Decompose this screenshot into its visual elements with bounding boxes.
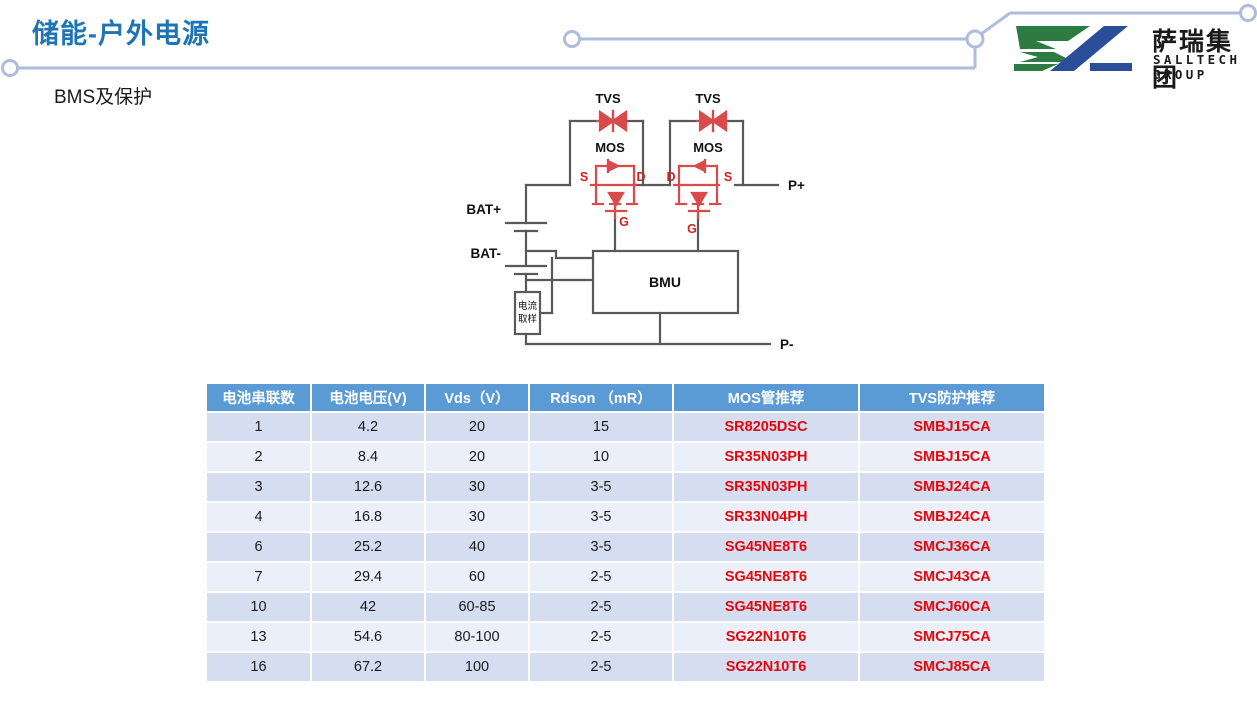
cell-battery-voltage: 25.2: [311, 532, 426, 563]
cell-rdson: 2-5: [529, 592, 674, 623]
cell-rdson: 3-5: [529, 502, 674, 533]
cell-mos-part: SG45NE8T6: [673, 562, 860, 593]
label-bat-positive: BAT+: [466, 202, 501, 217]
cell-rdson: 3-5: [529, 472, 674, 503]
cell-series-count: 7: [207, 562, 312, 593]
cell-vds: 30: [425, 502, 530, 533]
label-mos-left: MOS: [595, 140, 625, 155]
cell-tvs-part: SMCJ75CA: [859, 622, 1044, 653]
cell-vds: 40: [425, 532, 530, 563]
cell-rdson: 2-5: [529, 652, 674, 683]
cell-mos-part: SG22N10T6: [673, 652, 860, 683]
label-shunt-line2: 取样: [518, 313, 537, 325]
spec-table-wrapper: 电池串联数 电池电压(V) Vds（V） Rdson （mR） MOS管推荐 T…: [207, 384, 1044, 683]
cell-mos-part: SR33N04PH: [673, 502, 860, 533]
cell-vds: 80-100: [425, 622, 530, 653]
cell-battery-voltage: 8.4: [311, 442, 426, 473]
cell-vds: 60-85: [425, 592, 530, 623]
cell-rdson: 15: [529, 412, 674, 443]
table-row: 10 42 60-85 2-5 SG45NE8T6 SMCJ60CA: [207, 592, 1044, 623]
company-logo: 萨瑞集团 SALLTECH GROUP: [1012, 20, 1252, 92]
table-header-row: 电池串联数 电池电压(V) Vds（V） Rdson （mR） MOS管推荐 T…: [207, 384, 1044, 413]
cell-battery-voltage: 29.4: [311, 562, 426, 593]
cell-series-count: 2: [207, 442, 312, 473]
table-row: 16 67.2 100 2-5 SG22N10T6 SMCJ85CA: [207, 652, 1044, 683]
logo-text-cn: 萨瑞集团: [1152, 27, 1234, 92]
cell-battery-voltage: 67.2: [311, 652, 426, 683]
cell-rdson: 2-5: [529, 622, 674, 653]
cell-tvs-part: SMCJ85CA: [859, 652, 1044, 683]
label-tvs-left: TVS: [595, 91, 621, 106]
cell-vds: 20: [425, 442, 530, 473]
label-tvs-right: TVS: [695, 91, 721, 106]
cell-tvs-part: SMBJ24CA: [859, 472, 1044, 503]
cell-rdson: 3-5: [529, 532, 674, 563]
cell-mos-part: SG45NE8T6: [673, 532, 860, 563]
table-row: 4 16.8 30 3-5 SR33N04PH SMBJ24CA: [207, 502, 1044, 533]
cell-mos-part: SR8205DSC: [673, 412, 860, 443]
cell-battery-voltage: 4.2: [311, 412, 426, 443]
cell-series-count: 3: [207, 472, 312, 503]
cell-series-count: 4: [207, 502, 312, 533]
cell-vds: 100: [425, 652, 530, 683]
label-mos-right: MOS: [693, 140, 723, 155]
column-header-rdson: Rdson （mR）: [529, 384, 674, 413]
cell-tvs-part: SMCJ43CA: [859, 562, 1044, 593]
cell-series-count: 13: [207, 622, 312, 653]
cell-tvs-part: SMBJ15CA: [859, 412, 1044, 443]
cell-series-count: 1: [207, 412, 312, 443]
spec-table: 电池串联数 电池电压(V) Vds（V） Rdson （mR） MOS管推荐 T…: [207, 384, 1044, 683]
cell-mos-part: SG45NE8T6: [673, 592, 860, 623]
label-source-left: S: [580, 170, 588, 184]
cell-tvs-part: SMCJ36CA: [859, 532, 1044, 563]
cell-tvs-part: SMBJ24CA: [859, 502, 1044, 533]
table-row: 6 25.2 40 3-5 SG45NE8T6 SMCJ36CA: [207, 532, 1044, 563]
column-header-tvs-recommendation: TVS防护推荐: [859, 384, 1044, 413]
cell-series-count: 10: [207, 592, 312, 623]
label-gate-right: G: [687, 222, 697, 236]
label-drain-left: D: [636, 170, 645, 184]
column-header-battery-voltage: 电池电压(V): [311, 384, 426, 413]
cell-battery-voltage: 54.6: [311, 622, 426, 653]
cell-mos-part: SG22N10T6: [673, 622, 860, 653]
logo-mark-icon: [1014, 26, 1132, 71]
cell-battery-voltage: 42: [311, 592, 426, 623]
cell-battery-voltage: 16.8: [311, 502, 426, 533]
cell-tvs-part: SMCJ60CA: [859, 592, 1044, 623]
cell-series-count: 6: [207, 532, 312, 563]
label-p-positive: P+: [788, 178, 805, 193]
label-bat-negative: BAT-: [471, 246, 502, 261]
label-shunt-line1: 电流: [518, 300, 538, 312]
label-drain-right: D: [666, 170, 675, 184]
table-row: 13 54.6 80-100 2-5 SG22N10T6 SMCJ75CA: [207, 622, 1044, 653]
label-p-negative: P-: [780, 337, 794, 352]
table-row: 1 4.2 20 15 SR8205DSC SMBJ15CA: [207, 412, 1044, 443]
table-row: 2 8.4 20 10 SR35N03PH SMBJ15CA: [207, 442, 1044, 473]
column-header-vds: Vds（V）: [425, 384, 530, 413]
table-row: 7 29.4 60 2-5 SG45NE8T6 SMCJ43CA: [207, 562, 1044, 593]
cell-rdson: 2-5: [529, 562, 674, 593]
cell-battery-voltage: 12.6: [311, 472, 426, 503]
cell-mos-part: SR35N03PH: [673, 442, 860, 473]
cell-mos-part: SR35N03PH: [673, 472, 860, 503]
cell-rdson: 10: [529, 442, 674, 473]
column-header-series-count: 电池串联数: [207, 384, 312, 413]
label-source-right: S: [724, 170, 732, 184]
label-bmu: BMU: [649, 274, 681, 290]
bms-circuit-diagram: TVS TVS MOS MOS S D G D S G BAT+ BAT- P+…: [466, 91, 805, 352]
page-title: 储能-户外电源: [32, 19, 210, 49]
cell-series-count: 16: [207, 652, 312, 683]
section-subtitle: BMS及保护: [54, 87, 153, 108]
cell-vds: 20: [425, 412, 530, 443]
cell-vds: 30: [425, 472, 530, 503]
label-gate-left: G: [619, 215, 629, 229]
logo-text-en: SALLTECH GROUP: [1153, 52, 1241, 82]
table-row: 3 12.6 30 3-5 SR35N03PH SMBJ24CA: [207, 472, 1044, 503]
column-header-mos-recommendation: MOS管推荐: [673, 384, 860, 413]
cell-vds: 60: [425, 562, 530, 593]
cell-tvs-part: SMBJ15CA: [859, 442, 1044, 473]
